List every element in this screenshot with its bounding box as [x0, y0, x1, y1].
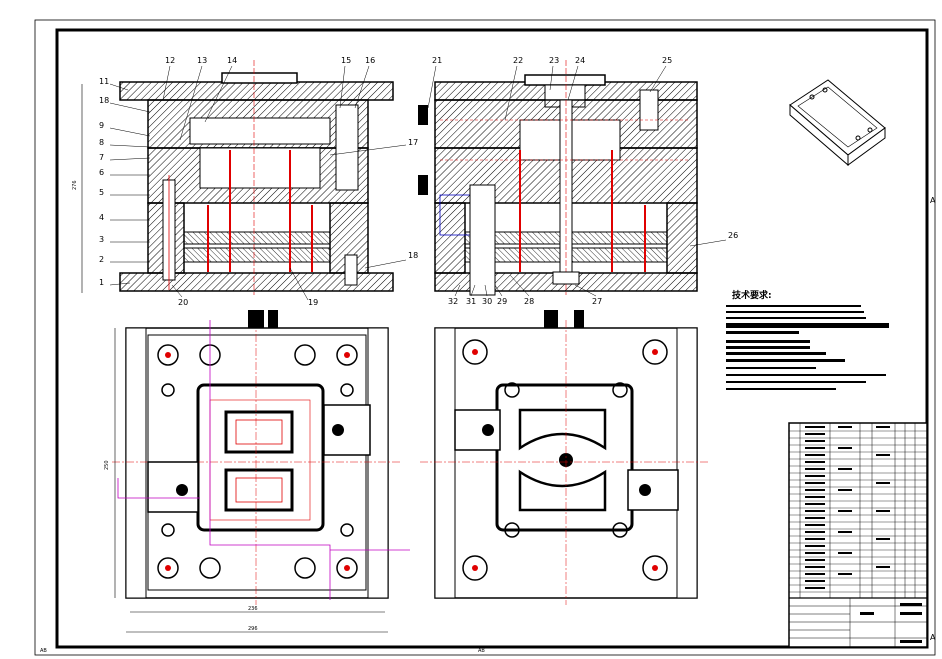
bom-rows — [789, 430, 927, 599]
technical-requirements: 技术要求: — [726, 289, 889, 390]
label-9: 9 — [99, 121, 104, 130]
label-23: 23 — [549, 56, 559, 65]
label-2: 2 — [99, 255, 104, 264]
label-11: 11 — [99, 77, 109, 86]
label-7: 7 — [99, 153, 104, 162]
label-25: 25 — [662, 56, 672, 65]
part-isometric-sketch — [789, 79, 886, 167]
label-14: 14 — [227, 56, 237, 65]
svg-text:236: 236 — [248, 606, 258, 612]
section-view-left: 2 7 6 — [72, 60, 394, 295]
label-19: 19 — [308, 298, 318, 307]
label-1: 1 — [99, 278, 104, 287]
label-28: 28 — [524, 297, 534, 306]
label-15: 15 — [341, 56, 351, 65]
label-18-left: 18 — [99, 96, 109, 105]
edge-mark-center-bottom: AB — [478, 648, 485, 654]
edge-mark-left-bottom: AB — [40, 648, 47, 654]
label-29: 29 — [497, 297, 507, 306]
tech-req-title: 技术要求: — [732, 289, 772, 301]
label-22: 22 — [513, 56, 523, 65]
label-4: 4 — [99, 213, 104, 222]
edge-mark-a-bottom: A — [930, 633, 936, 642]
svg-text:276: 276 — [72, 180, 78, 190]
label-5: 5 — [99, 188, 104, 197]
title-block — [788, 422, 928, 648]
label-6: 6 — [99, 168, 104, 177]
sheet-inner-border — [55, 28, 929, 649]
label-13: 13 — [197, 56, 207, 65]
plan-view-right — [420, 310, 710, 605]
left-view-callouts: 11 18 9 8 7 6 5 4 3 2 1 12 13 14 15 16 1… — [99, 56, 418, 307]
label-12: 12 — [165, 56, 175, 65]
svg-text:296: 296 — [248, 626, 258, 632]
right-view-callouts: 21 22 23 24 25 26 32 31 30 29 28 27 — [427, 56, 738, 306]
label-3: 3 — [99, 235, 104, 244]
plan-view-left: 236 296 250 — [104, 310, 410, 633]
label-30: 30 — [482, 297, 492, 306]
label-27: 27 — [592, 297, 602, 306]
label-21: 21 — [432, 56, 442, 65]
label-20: 20 — [178, 298, 188, 307]
sheet-outer-border — [34, 19, 936, 656]
label-18-right: 18 — [408, 251, 418, 260]
label-31: 31 — [466, 297, 476, 306]
edge-mark-a-top: A — [930, 196, 936, 205]
section-view-right — [418, 60, 698, 296]
label-32: 32 — [448, 297, 458, 306]
label-26: 26 — [728, 231, 738, 240]
label-16: 16 — [365, 56, 375, 65]
label-8: 8 — [99, 138, 104, 147]
label-17: 17 — [408, 138, 418, 147]
svg-text:250: 250 — [104, 460, 110, 470]
label-24: 24 — [575, 56, 585, 65]
